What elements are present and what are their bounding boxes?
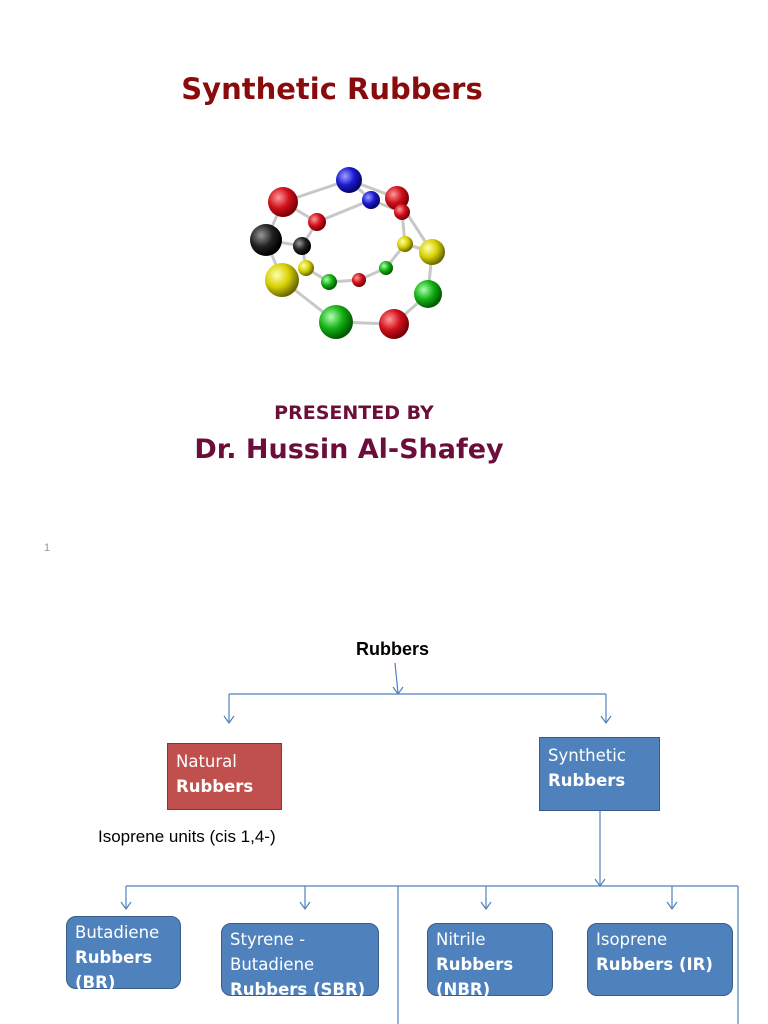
- molecule-ring-image: [250, 167, 445, 339]
- natural-rubber-note: Isoprene units (cis 1,4-): [98, 827, 276, 846]
- ir-line1: Isoprene: [596, 930, 668, 949]
- nbr-line2: Rubbers: [436, 955, 514, 974]
- natural-box-line1: Natural: [176, 752, 237, 771]
- sbr-line2: Butadiene: [230, 955, 315, 974]
- page-number: 1: [44, 542, 51, 554]
- br-line3: (BR): [75, 973, 116, 992]
- author-name: Dr. Hussin Al-Shafey: [194, 434, 504, 465]
- nbr-line1: Nitrile: [436, 930, 486, 949]
- natural-box-line2: Rubbers: [176, 777, 254, 796]
- nitrile-rubbers-box: Nitrile Rubbers (NBR): [427, 923, 553, 999]
- butadiene-rubbers-box: Butadiene Rubbers (BR): [66, 916, 181, 992]
- synthetic-rubbers-box: Synthetic Rubbers: [539, 737, 660, 811]
- isoprene-rubbers-box: Isoprene Rubbers (IR): [587, 923, 733, 996]
- br-line1: Butadiene: [75, 923, 160, 942]
- nbr-line3: (NBR): [436, 980, 491, 999]
- rubbers-root-label: Rubbers: [356, 639, 430, 659]
- sbr-line1: Styrene -: [230, 930, 306, 949]
- synthetic-box-line2: Rubbers: [548, 771, 626, 790]
- synthetic-box-line1: Synthetic: [548, 746, 626, 765]
- slide-title: Synthetic Rubbers: [181, 72, 483, 106]
- styrene-butadiene-rubbers-box: Styrene - Butadiene Rubbers (SBR): [221, 923, 379, 999]
- ir-line2: Rubbers (IR): [596, 955, 713, 974]
- br-line2: Rubbers: [75, 948, 153, 967]
- natural-rubbers-box: Natural Rubbers: [167, 743, 282, 810]
- sbr-line3: Rubbers (SBR): [230, 980, 366, 999]
- presented-by-label: PRESENTED BY: [274, 402, 434, 424]
